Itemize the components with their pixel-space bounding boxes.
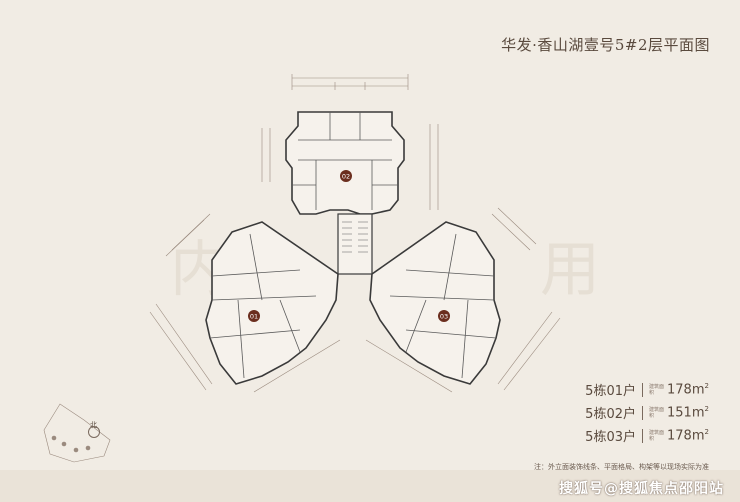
unit-name: 5栋01户 (585, 384, 636, 399)
unit-divider (642, 405, 643, 420)
stair-treads (342, 221, 368, 253)
watermark-right: 用 (540, 235, 600, 305)
compass-icon (88, 426, 100, 438)
unit-area-label: 建筑面积 (649, 429, 665, 442)
unit-row-03: 5栋03户 建筑面积 178m2 (578, 424, 718, 447)
source-watermark: 搜狐号@搜狐焦点邵阳站 (559, 481, 724, 497)
unit-area-label: 建筑面积 (649, 406, 665, 419)
unit-01-plan (205, 221, 339, 385)
dimension-lines-side (149, 124, 561, 393)
unit-01-rooms (209, 233, 317, 379)
unit-marker-02: 02 (340, 170, 352, 182)
unit-02-rooms (292, 112, 398, 210)
unit-divider (642, 428, 643, 443)
unit-row-01: 5栋01户 建筑面积 178m2 (578, 378, 718, 401)
unit-area: 178m2 (667, 381, 709, 398)
unit-area: 151m2 (667, 404, 709, 421)
footer-bar: 搜狐号@搜狐焦点邵阳站 (0, 470, 740, 502)
unit-name: 5栋03户 (585, 430, 636, 445)
unit-02-plan (285, 111, 405, 215)
disclaimer-note: 注：外立面装饰线条、平面格局、构架等以现场实际为准 (534, 463, 709, 471)
unit-03-plan (369, 221, 501, 385)
dimension-lines-top (291, 74, 409, 90)
unit-marker-03-label: 03 (440, 313, 448, 321)
unit-marker-02-label: 02 (342, 173, 350, 181)
unit-marker-01-label: 01 (250, 313, 258, 321)
unit-area: 178m2 (667, 427, 709, 444)
unit-row-02: 5栋02户 建筑面积 151m2 (578, 401, 718, 424)
unit-name: 5栋02户 (585, 407, 636, 422)
stair-core (337, 213, 373, 275)
plan-title: 华发·香山湖壹号5#2层平面图 (501, 36, 710, 54)
unit-marker-01: 01 (248, 310, 260, 322)
unit-03-rooms (389, 233, 497, 379)
unit-area-label: 建筑面积 (649, 383, 665, 396)
north-label: 北 (90, 421, 97, 429)
site-key-plan (43, 403, 111, 463)
unit-marker-03: 03 (438, 310, 450, 322)
unit-divider (642, 382, 643, 397)
unit-area-list: 5栋01户 建筑面积 178m2 5栋02户 建筑面积 151m2 5栋03户 … (578, 378, 718, 447)
